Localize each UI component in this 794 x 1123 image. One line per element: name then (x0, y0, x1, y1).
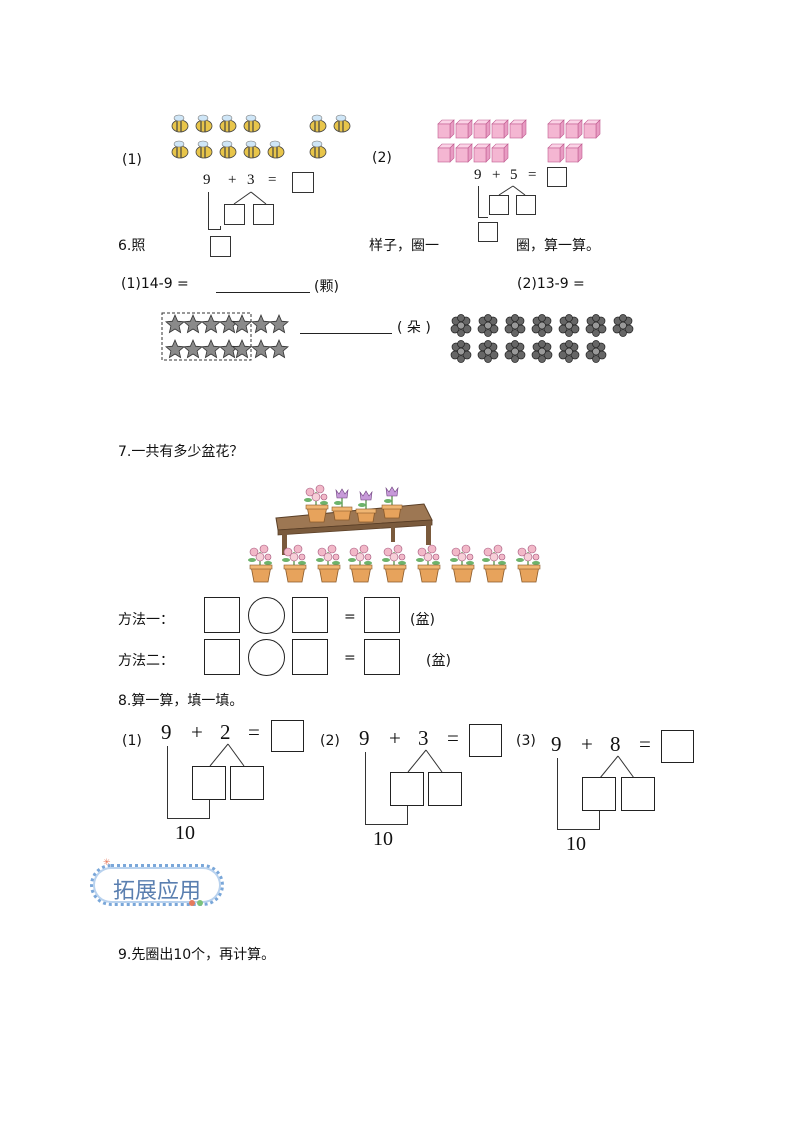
flower-icons (450, 314, 634, 363)
q6-eq1-a: 9 (203, 172, 211, 188)
bee-icons (171, 114, 351, 159)
q6-eq2-answer-box[interactable] (547, 167, 567, 187)
q8-item2-ten: 10 (373, 828, 393, 850)
q7-m2-operator-circle[interactable] (248, 639, 285, 676)
q6-sub1-text: (1)14-9 = (121, 276, 189, 292)
q8-item1-op: + (191, 720, 203, 744)
q8-item3-ten: 10 (566, 833, 586, 855)
q6-eq2-split-box-b[interactable] (516, 195, 536, 215)
star-icons (161, 312, 289, 361)
q8-item1-split-box-a[interactable] (192, 766, 226, 800)
q8-item3-branch (599, 755, 635, 779)
q8-item3-split-box-a[interactable] (582, 777, 616, 811)
q6-part1-label: (1) (122, 152, 142, 168)
q8-item2-branch (407, 749, 443, 773)
q9-title: 9.先圈出10个，再计算。 (118, 947, 276, 963)
q8-item2-b: 3 (418, 726, 429, 750)
q8-item3-a: 9 (551, 732, 562, 756)
q6-sub2-unit: ( 朵 ) (397, 320, 431, 336)
q6-eq1-branch (233, 191, 267, 205)
q8-item2-split-box-a[interactable] (390, 772, 424, 806)
q6-part2-label: (2) (372, 150, 392, 166)
q6-eq2-a: 9 (474, 167, 482, 183)
q6-eq1-split-box-b[interactable] (253, 204, 274, 225)
badge-dot-decoration-2 (197, 900, 203, 906)
q6-eq1-op: + (228, 172, 237, 188)
q6-title-b: 样子，圈一 (369, 238, 439, 254)
cube-icons (437, 119, 601, 163)
q6-sub1-answer-blank[interactable] (216, 276, 310, 293)
q8-item3-eq: = (639, 732, 651, 756)
q8-item1-a: 9 (161, 720, 172, 744)
q7-m2-box-b[interactable] (292, 639, 328, 675)
q6-title-a: 6.照 (118, 238, 146, 254)
badge-dot-decoration (189, 900, 195, 906)
q6-eq2-ten-box[interactable] (478, 222, 498, 242)
q8-item3-split-box-b[interactable] (621, 777, 655, 811)
q8-item2-op: + (389, 726, 401, 750)
q8-item2-eq: = (447, 726, 459, 750)
q8-title: 8.算一算，填一填。 (118, 693, 244, 709)
q8-item1-answer-box[interactable] (271, 720, 304, 752)
q7-m2-unit: (盆) (426, 653, 451, 669)
section-badge-text: 拓展应用 (112, 879, 201, 904)
q7-m1-operator-circle[interactable] (248, 597, 285, 634)
q8-item3-answer-box[interactable] (661, 730, 694, 763)
q6-eq2-b: 5 (510, 167, 518, 183)
q8-item1-split-box-b[interactable] (230, 766, 264, 800)
q6-eq1-split-box-a[interactable] (224, 204, 245, 225)
q6-eq1-ten-box[interactable] (210, 236, 231, 257)
q6-eq1-eq: = (268, 172, 277, 188)
q6-eq2-op: + (492, 167, 501, 183)
q6-sub2-answer-blank[interactable] (300, 317, 392, 334)
q8-item3-op: + (581, 732, 593, 756)
q8-item1-ten: 10 (175, 822, 195, 844)
q6-eq2-eq: = (528, 167, 537, 183)
q7-m1-result-box[interactable] (364, 597, 400, 633)
q8-item2-label: (2) (320, 733, 340, 749)
q6-eq2-branch (498, 185, 526, 196)
q8-item2-answer-box[interactable] (469, 724, 502, 757)
section-badge: 拓展应用 (90, 864, 224, 906)
q8-item2-a: 9 (359, 726, 370, 750)
q7-m1-unit: (盆) (410, 612, 435, 628)
q8-item1-label: (1) (122, 733, 142, 749)
q7-m2-box-a[interactable] (204, 639, 240, 675)
q7-m2-eq: = (344, 650, 356, 666)
q8-item3-b: 8 (610, 732, 621, 756)
q8-item1-b: 2 (220, 720, 231, 744)
sparkle-icon: ✳ (103, 858, 111, 868)
q7-m1-box-b[interactable] (292, 597, 328, 633)
q7-m1-eq: = (344, 609, 356, 625)
q8-item1-branch (209, 743, 245, 767)
q8-item2-split-box-b[interactable] (428, 772, 462, 806)
q6-sub2-text: (2)13-9 = (517, 276, 585, 292)
q7-method2-label: 方法二： (118, 653, 174, 669)
q6-eq1-b: 3 (247, 172, 255, 188)
q6-sub1-unit: (颗) (314, 279, 339, 295)
q7-m1-box-a[interactable] (204, 597, 240, 633)
q6-title-c: 圈，算一算。 (516, 238, 600, 254)
q6-eq1-answer-box[interactable] (292, 172, 314, 193)
q7-title: 7.一共有多少盆花？ (118, 444, 244, 460)
q6-eq2-split-box-a[interactable] (489, 195, 509, 215)
q7-m2-result-box[interactable] (364, 639, 400, 675)
q8-item1-eq: = (248, 720, 260, 744)
q7-method1-label: 方法一： (118, 612, 174, 628)
flowerpot-table-illustration (247, 484, 541, 583)
q8-item3-label: (3) (516, 733, 536, 749)
